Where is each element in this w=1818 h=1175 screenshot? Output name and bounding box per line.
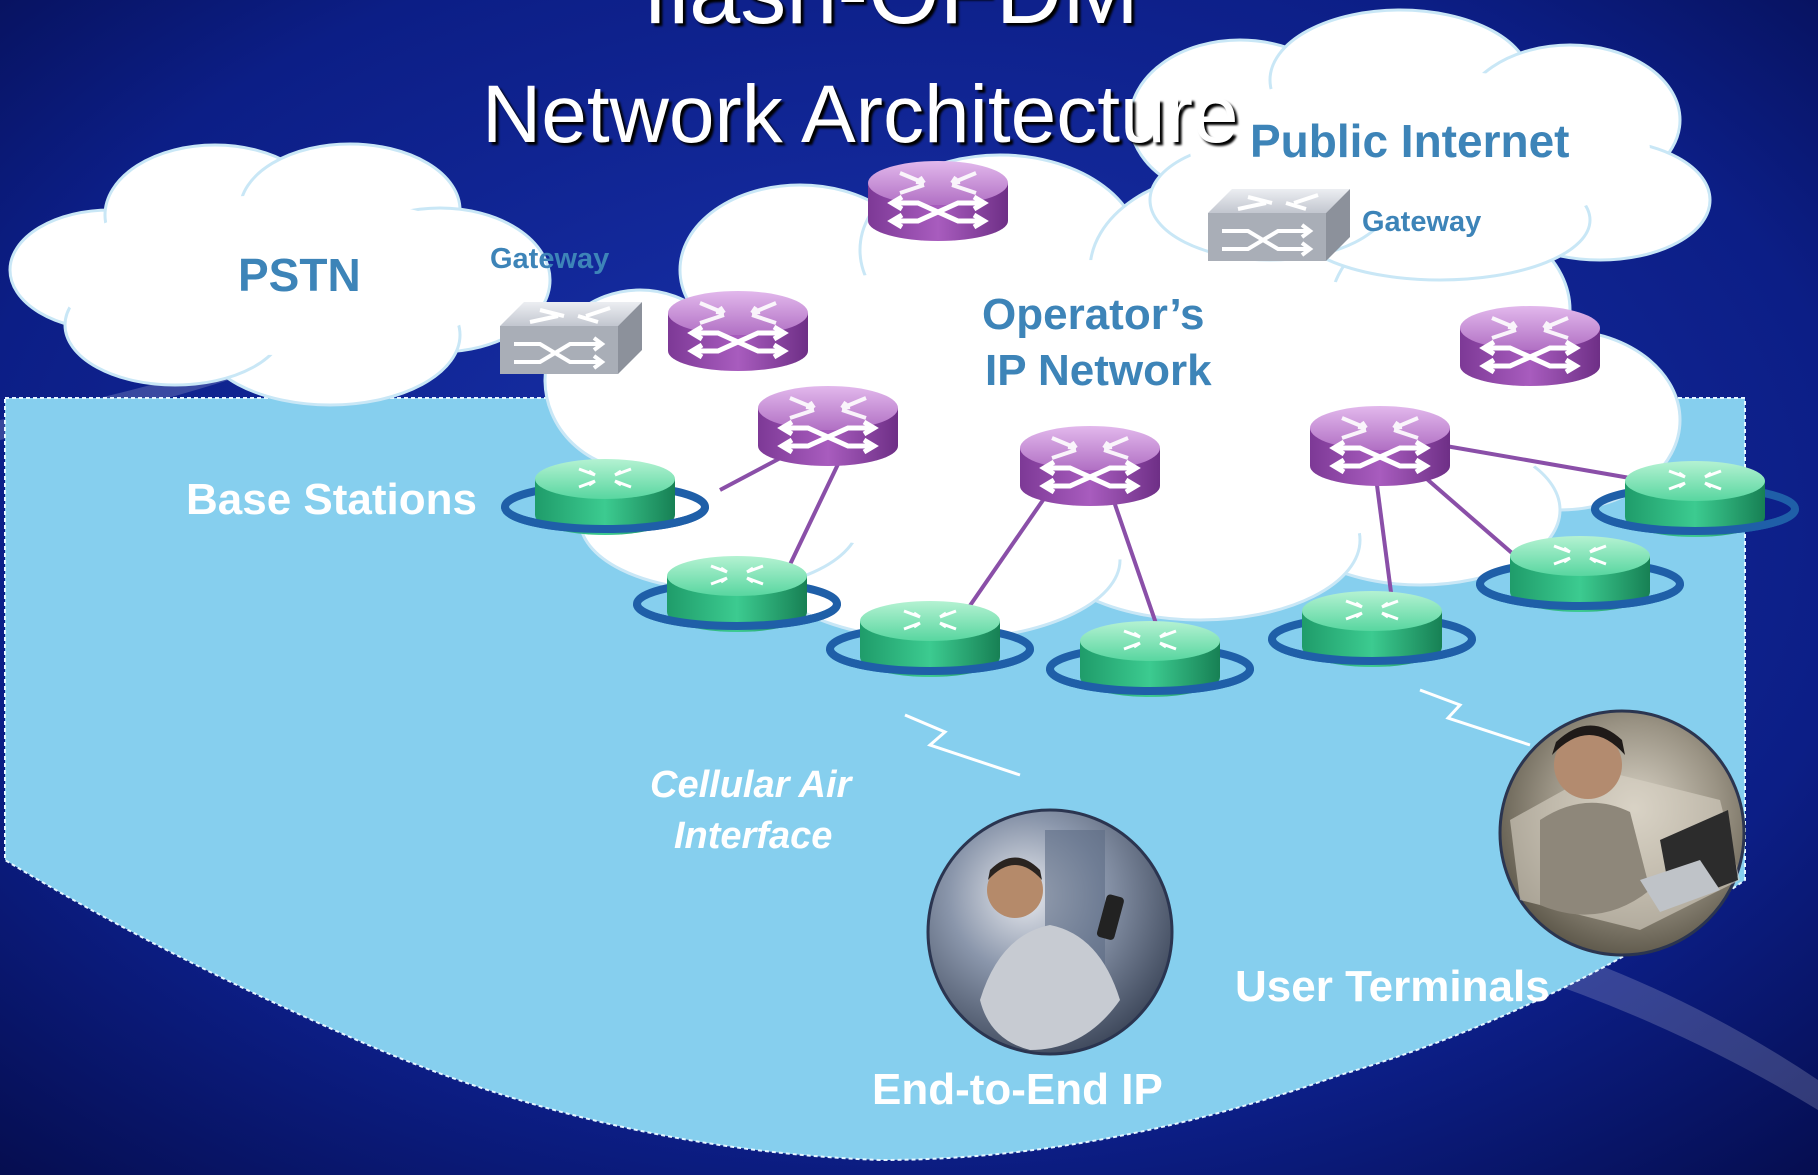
router-icon: [758, 386, 898, 466]
end-to-end-ip-label: End-to-End IP: [872, 1065, 1163, 1114]
router-icon: [868, 161, 1008, 241]
router-icon: [1460, 306, 1600, 386]
pstn-cloud-fill: [50, 195, 510, 355]
router-icon: [1310, 406, 1450, 486]
gateway-icon: [1206, 187, 1352, 263]
public-internet-label: Public Internet: [1250, 115, 1570, 167]
operator-label-line1: Operator’s: [982, 290, 1205, 339]
wireless-link-icon: [904, 688, 1531, 777]
user-photo-icon: [926, 808, 1174, 1056]
router-icon: [1020, 426, 1160, 506]
user-photo-icon: [1498, 709, 1746, 957]
cellular-label-line1: Cellular Air: [650, 764, 852, 806]
gateway-left-label: Gateway: [490, 243, 610, 275]
diagram-subtitle: Network Architecture: [482, 69, 1239, 160]
diagram-title: flash-OFDM: [0, 0, 1800, 45]
cellular-label-line2: Interface: [674, 815, 833, 857]
operator-label-line2: IP Network: [985, 346, 1212, 395]
operator-cloud-fill: [590, 260, 1570, 560]
base-stations-label: Base Stations: [186, 475, 477, 524]
pstn-label: PSTN: [238, 249, 361, 301]
gateway-icon: [498, 300, 644, 376]
router-icon: [668, 291, 808, 371]
gateway-right-label: Gateway: [1362, 206, 1482, 238]
user-terminals-label: User Terminals: [1235, 962, 1550, 1011]
